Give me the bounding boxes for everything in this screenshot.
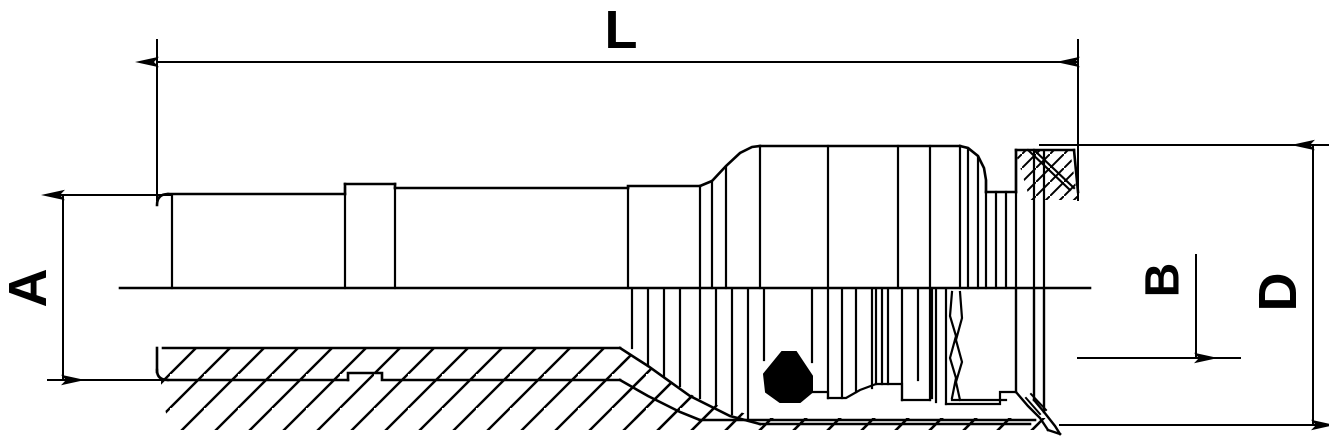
flange-lower-detail [1014, 288, 1062, 436]
dimension-A [41, 189, 173, 386]
dimension-label-D: D [1248, 273, 1308, 312]
crimp-seal-detail [810, 288, 1018, 406]
dimension-label-L: L [605, 0, 638, 60]
section-hatching [161, 348, 1060, 430]
dimension-label-B: B [1137, 263, 1190, 298]
dimension-D [1039, 139, 1329, 431]
upper-outline [155, 144, 1080, 207]
ferrule-serrations [630, 288, 934, 422]
flange-chamfer-detail [1015, 148, 1077, 200]
drawing-geometry [41, 39, 1329, 436]
dimension-label-A: A [0, 269, 58, 308]
dimension-B [1077, 254, 1241, 364]
o-ring-seal [762, 351, 813, 403]
dimension-L [135, 39, 1080, 201]
internal-upper-lines [170, 144, 1046, 290]
